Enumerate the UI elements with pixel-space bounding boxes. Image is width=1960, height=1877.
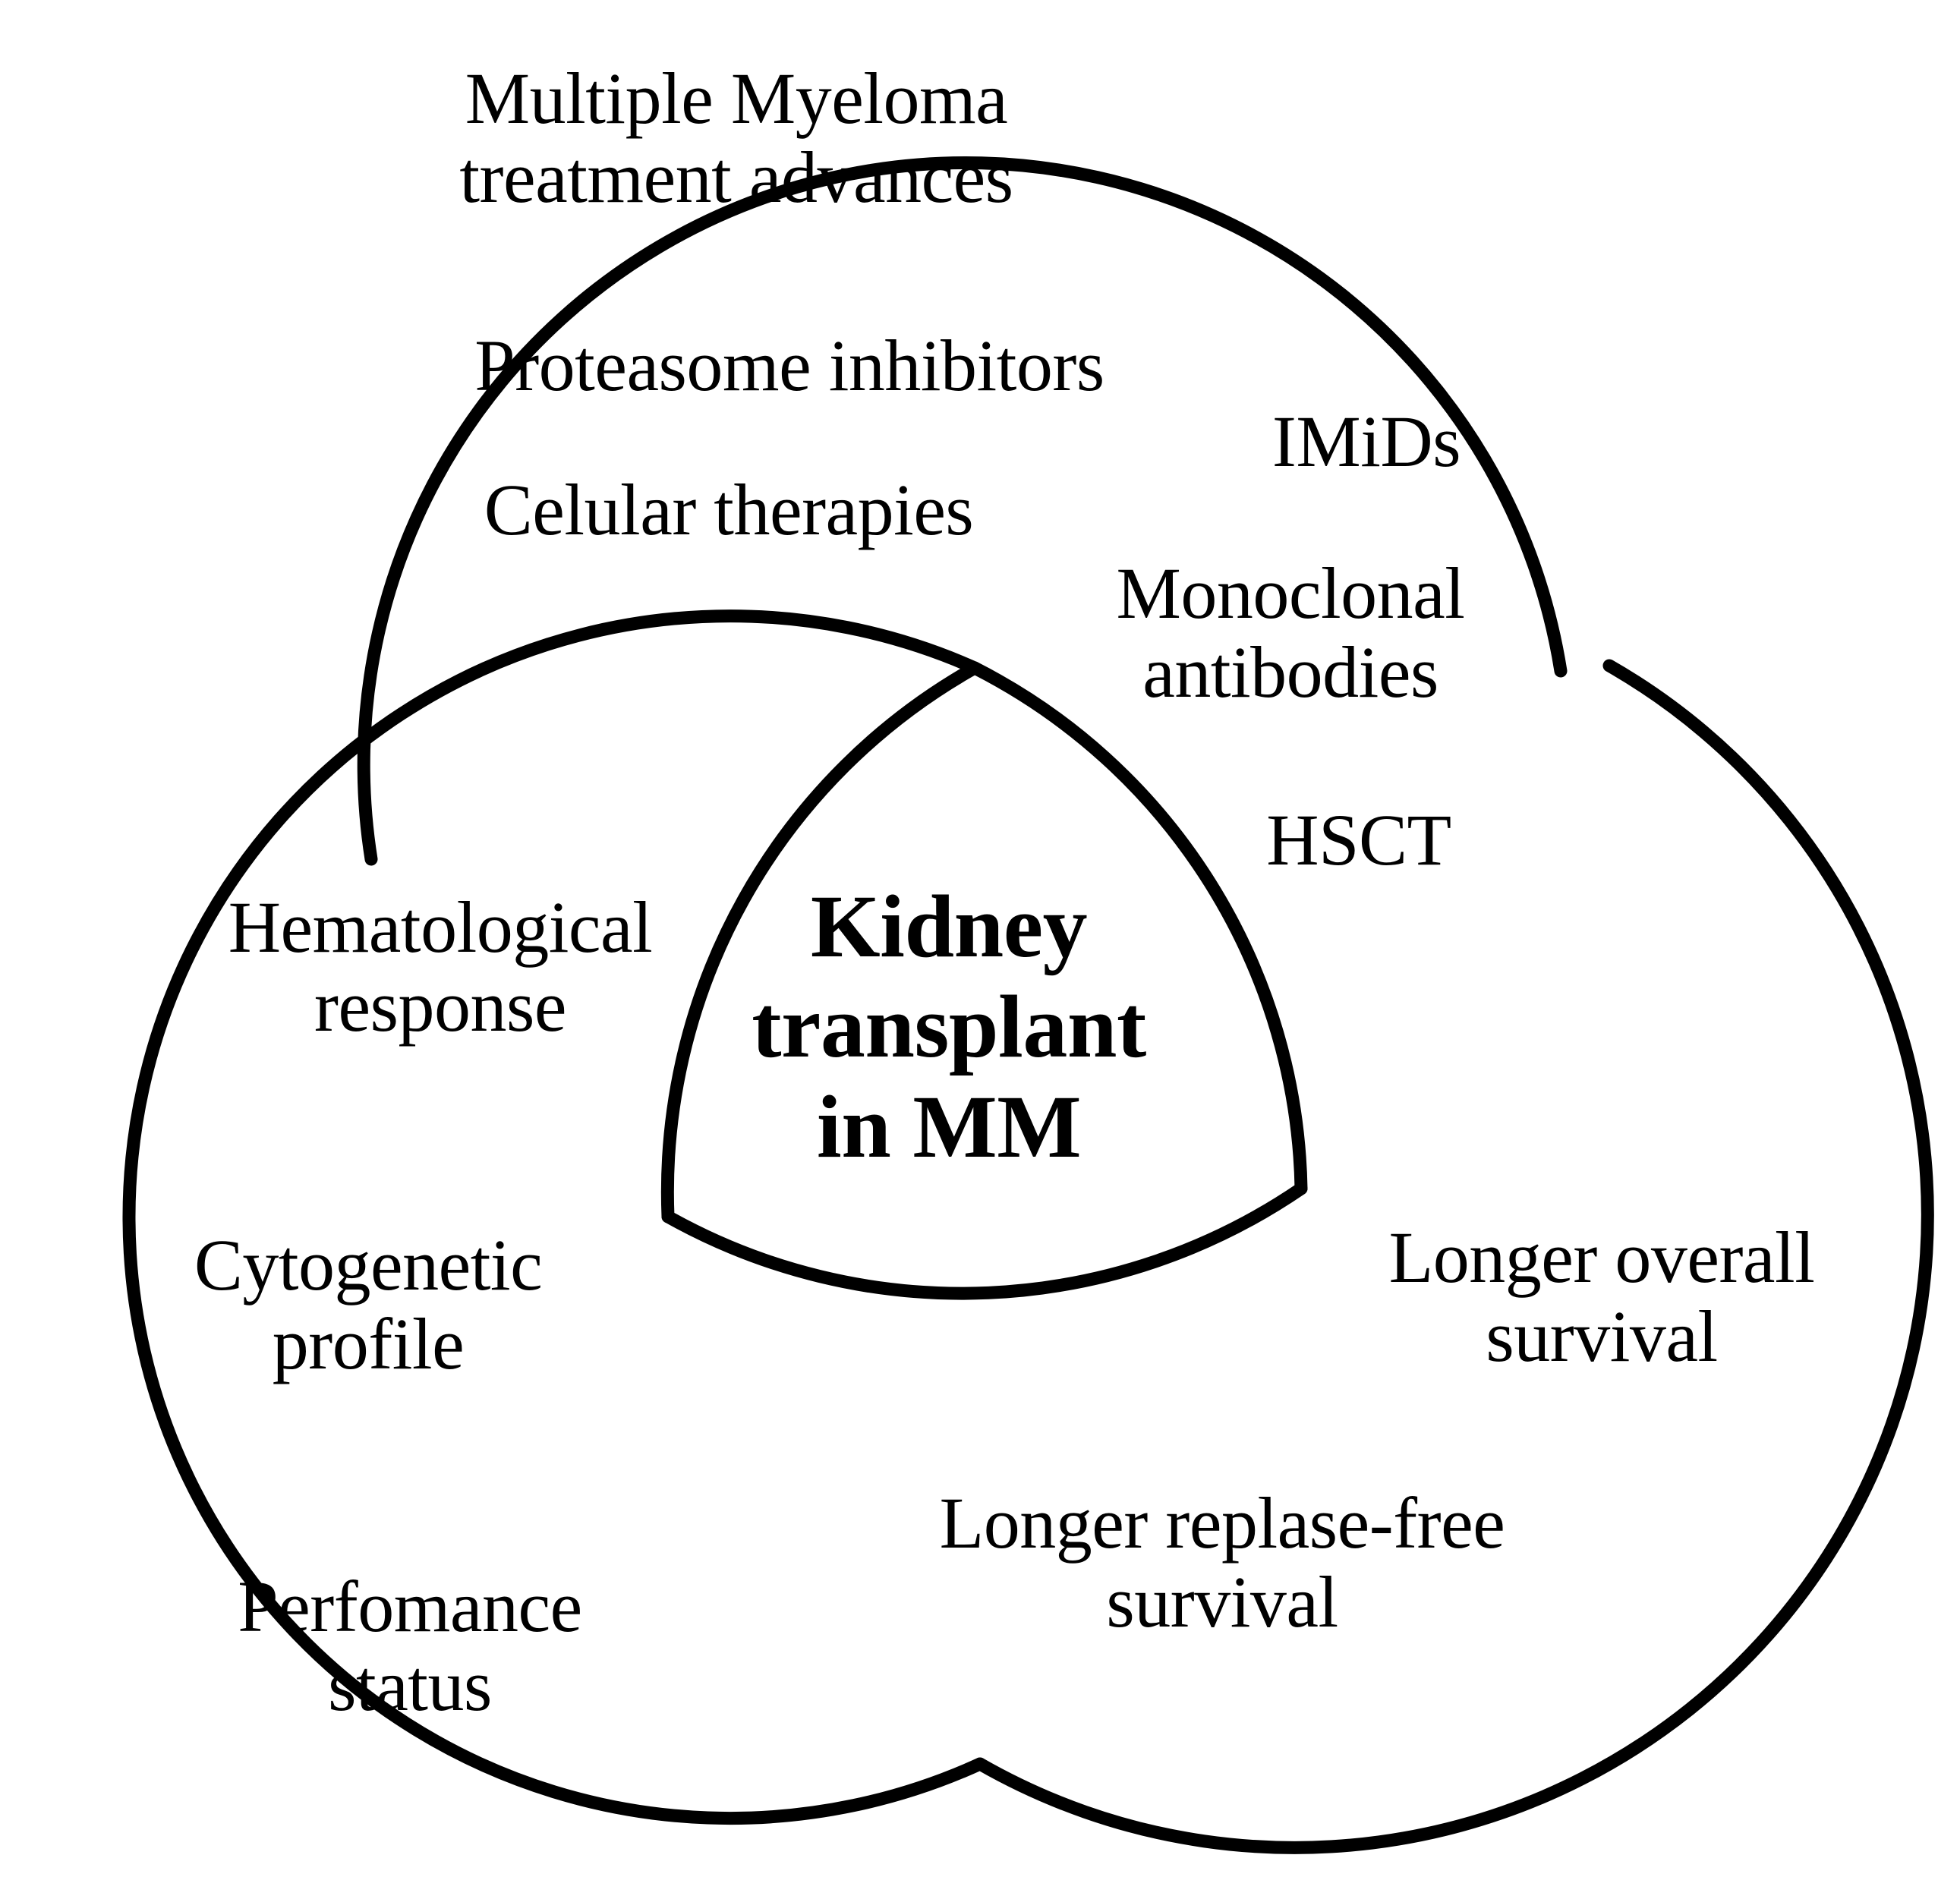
left-circle-arc-inner (661, 1182, 1308, 1300)
label-proteasome-inhibitors: Proteasome inhibitors (474, 325, 1104, 406)
label-hematological-response: Hematological response (228, 887, 653, 1047)
left-circle-arc-outer (122, 609, 987, 1825)
label-monoclonal-antibodies: Monoclonal antibodies (1116, 553, 1465, 713)
top-circle-arc-inner-right (968, 661, 1308, 1195)
right-circle-arc-inner (660, 661, 982, 1224)
label-longer-overall-survival: Longer overall survival (1388, 1217, 1815, 1377)
label-perfomance-status: Perfomance status (238, 1566, 582, 1726)
label-longer-replase-free-survival: Longer replase-free survival (939, 1482, 1505, 1642)
label-hsct: HSCT (1266, 799, 1451, 880)
label-imids: IMiDs (1271, 401, 1461, 482)
label-celular-therapies: Celular therapies (484, 469, 974, 550)
label-kidney-transplant-in-mm: Kidney transplant in MM (752, 877, 1146, 1177)
label-cytogenetic-profile: Cytogenetic profile (194, 1224, 543, 1384)
right-circle-arc-outer (973, 659, 1934, 1854)
label-multiple-myeloma-treatment-advances: Multiple Myeloma treatment advances (459, 58, 1013, 218)
top-circle-arc-outer (357, 156, 1568, 866)
